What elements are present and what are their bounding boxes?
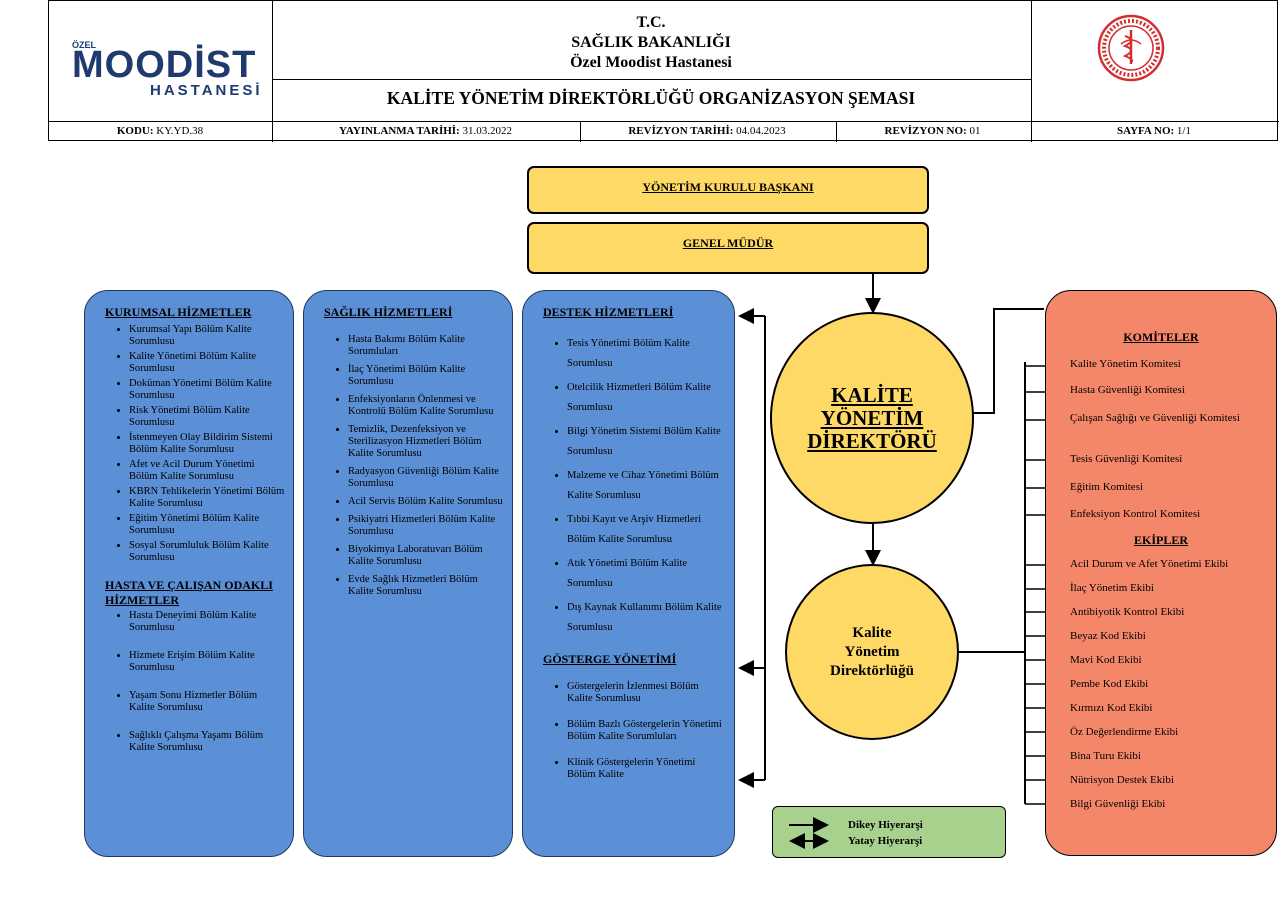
- logo-sub-text: HASTANESİ: [150, 82, 263, 99]
- list-item: Klinik Göstergelerin Yönetimi Bölüm Kali…: [567, 757, 726, 781]
- list-item: Bölüm Bazlı Göstergelerin Yönetimi Bölüm…: [567, 719, 726, 743]
- meta-page-no: SAYFA NO: 1/1: [1117, 125, 1191, 137]
- committee-item: Çalışan Sağlığı ve Güvenliği Komitesi: [1070, 412, 1240, 424]
- meta-revision-date: REVİZYON TARİHİ: 04.04.2023: [628, 125, 786, 137]
- team-item: Bilgi Güvenliği Ekibi: [1070, 798, 1166, 810]
- list-item: Hasta Deneyimi Bölüm Kalite Sorumlusu: [129, 610, 285, 634]
- list-item: Bilgi Yönetim Sistemi Bölüm Kalite Sorum…: [567, 422, 726, 462]
- list-item: Dış Kaynak Kullanımı Bölüm Kalite Soruml…: [567, 598, 726, 638]
- meta-revision-no: REVİZYON NO: 01: [884, 125, 981, 137]
- health-services-list: Hasta Bakımı Bölüm Kalite Sorumlularıİla…: [324, 334, 504, 598]
- list-item: İstenmeyen Olay Bildirim Sistemi Bölüm K…: [129, 432, 285, 456]
- committee-item: Hasta Güvenliği Komitesi: [1070, 384, 1185, 396]
- institutional-services-column: KURUMSAL HİZMETLER Kurumsal Yapı Bölüm K…: [84, 290, 294, 857]
- legend-horizontal-label: Yatay Hiyerarşi: [848, 835, 923, 847]
- quality-director-circle: KALİTE YÖNETİM DİREKTÖRÜ: [770, 312, 974, 524]
- indicator-management-list: Göstergelerin İzlenmesi Bölüm Kalite Sor…: [543, 681, 726, 781]
- header-title-ministry: SAĞLIK BAKANLIĞI: [571, 34, 731, 51]
- list-item: Biyokimya Laboratuvarı Bölüm Kalite Soru…: [348, 544, 504, 568]
- quality-directorate-circle: Kalite Yönetim Direktörlüğü: [785, 564, 959, 740]
- teams-title: EKİPLER: [1133, 533, 1188, 547]
- support-services-title: DESTEK HİZMETLERİ: [543, 305, 674, 319]
- team-item: Beyaz Kod Ekibi: [1070, 630, 1146, 642]
- indicator-management-title: GÖSTERGE YÖNETİMİ: [543, 652, 677, 666]
- chairman-box: YÖNETİM KURULU BAŞKANI: [527, 166, 929, 214]
- header-title-hospital: Özel Moodist Hastanesi: [570, 54, 732, 71]
- list-item: Atık Yönetimi Bölüm Kalite Sorumlusu: [567, 554, 726, 594]
- list-item: Doküman Yönetimi Bölüm Kalite Sorumlusu: [129, 378, 285, 402]
- committee-item: Eğitim Komitesi: [1070, 481, 1144, 493]
- patient-employee-services-title: HASTA VE ÇALIŞAN ODAKLI HİZMETLER: [105, 578, 273, 607]
- list-item: Sosyal Sorumluluk Bölüm Kalite Sorumlusu: [129, 540, 285, 564]
- meta-publish-date: YAYINLANMA TARİHİ: 31.03.2022: [339, 125, 512, 137]
- health-services-title: SAĞLIK HİZMETLERİ: [324, 305, 453, 319]
- team-item: Kırmızı Kod Ekibi: [1070, 702, 1153, 714]
- list-item: Evde Sağlık Hizmetleri Bölüm Kalite Soru…: [348, 574, 504, 598]
- hospital-logo: MOODİST: [72, 44, 257, 86]
- committee-item: Enfeksiyon Kontrol Komitesi: [1070, 508, 1201, 520]
- list-item: Temizlik, Dezenfeksiyon ve Sterilizasyon…: [348, 424, 504, 460]
- team-item: Nütrisyon Destek Ekibi: [1070, 774, 1174, 786]
- institutional-services-title: KURUMSAL HİZMETLER: [105, 305, 252, 319]
- list-item: Enfeksiyonların Önlenmesi ve Kontrolü Bö…: [348, 394, 504, 418]
- list-item: Eğitim Yönetimi Bölüm Kalite Sorumlusu: [129, 513, 285, 537]
- list-item: Göstergelerin İzlenmesi Bölüm Kalite Sor…: [567, 681, 726, 705]
- logo-small-text: ÖZEL: [72, 40, 96, 50]
- team-item: Pembe Kod Ekibi: [1070, 678, 1149, 690]
- list-item: Acil Servis Bölüm Kalite Sorumlusu: [348, 496, 504, 508]
- committees-teams-box: [1045, 290, 1277, 856]
- committee-item: Tesis Güvenliği Komitesi: [1070, 453, 1183, 465]
- committees-title: KOMİTELER: [1123, 330, 1199, 344]
- support-services-list: Tesis Yönetimi Bölüm Kalite SorumlusuOte…: [543, 334, 726, 638]
- patient-employee-services-list: Hasta Deneyimi Bölüm Kalite SorumlusuHiz…: [105, 610, 285, 754]
- list-item: Malzeme ve Cihaz Yönetimi Bölüm Kalite S…: [567, 466, 726, 506]
- list-item: Tıbbi Kayıt ve Arşiv Hizmetleri Bölüm Ka…: [567, 510, 726, 550]
- team-item: Acil Durum ve Afet Yönetimi Ekibi: [1070, 558, 1229, 570]
- meta-code: KODU: KY.YD.38: [116, 125, 204, 137]
- document-header: [48, 0, 1279, 142]
- list-item: Kalite Yönetimi Bölüm Kalite Sorumlusu: [129, 351, 285, 375]
- list-item: Risk Yönetimi Bölüm Kalite Sorumlusu: [129, 405, 285, 429]
- list-item: Afet ve Acil Durum Yönetimi Bölüm Kalite…: [129, 459, 285, 483]
- list-item: Kurumsal Yapı Bölüm Kalite Sorumlusu: [129, 324, 285, 348]
- team-item: İlaç Yönetim Ekibi: [1070, 582, 1154, 594]
- list-item: Hizmete Erişim Bölüm Kalite Sorumlusu: [129, 650, 285, 674]
- list-item: Yaşam Sonu Hizmetler Bölüm Kalite Soruml…: [129, 690, 285, 714]
- legend-box: Dikey Hiyerarşi Yatay Hiyerarşi: [772, 806, 1006, 858]
- committee-item: Kalite Yönetim Komitesi: [1070, 358, 1181, 370]
- support-services-column: DESTEK HİZMETLERİ Tesis Yönetimi Bölüm K…: [522, 290, 735, 857]
- team-item: Bina Turu Ekibi: [1070, 750, 1141, 762]
- team-item: Mavi Kod Ekibi: [1070, 654, 1142, 666]
- list-item: Hasta Bakımı Bölüm Kalite Sorumluları: [348, 334, 504, 358]
- institutional-services-list: Kurumsal Yapı Bölüm Kalite SorumlusuKali…: [105, 324, 285, 564]
- health-services-column: SAĞLIK HİZMETLERİ Hasta Bakımı Bölüm Kal…: [303, 290, 513, 857]
- list-item: İlaç Yönetimi Bölüm Kalite Sorumlusu: [348, 364, 504, 388]
- list-item: Sağlıklı Çalışma Yaşamı Bölüm Kalite Sor…: [129, 730, 285, 754]
- header-title-tc: T.C.: [636, 14, 666, 31]
- list-item: KBRN Tehlikelerin Yönetimi Bölüm Kalite …: [129, 486, 285, 510]
- ministry-seal: [1097, 14, 1165, 82]
- doc-title: KALİTE YÖNETİM DİREKTÖRLÜĞÜ ORGANİZASYON…: [386, 88, 916, 108]
- list-item: Radyasyon Güvenliği Bölüm Kalite Sorumlu…: [348, 466, 504, 490]
- list-item: Psikiyatri Hizmetleri Bölüm Kalite Sorum…: [348, 514, 504, 538]
- list-item: Otelcilik Hizmetleri Bölüm Kalite Soruml…: [567, 378, 726, 418]
- team-item: Öz Değerlendirme Ekibi: [1070, 726, 1179, 738]
- general-manager-box: GENEL MÜDÜR: [527, 222, 929, 274]
- legend-vertical-label: Dikey Hiyerarşi: [848, 819, 923, 831]
- team-item: Antibiyotik Kontrol Ekibi: [1070, 606, 1185, 618]
- list-item: Tesis Yönetimi Bölüm Kalite Sorumlusu: [567, 334, 726, 374]
